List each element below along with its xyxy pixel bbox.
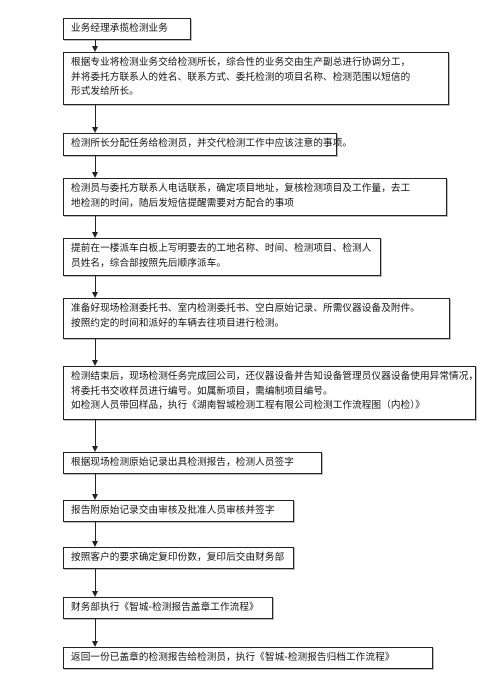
step-5-text-line-1: 提前在一楼派车白板上写明要去的工地名称、时间、检测项目、检测人 [71,243,372,254]
step-6-box: 准备好现场检测委托书、室内检测委托书、空白原始记录、所需仪器设备及附件。 按照约… [63,298,450,339]
step-7-text-line-1: 检测结束后，现场检测任务完成回公司，还仪器设备并告知设备管理员仪器设备使用异常情… [71,371,479,382]
step-7-text-line-2: 将委托书交收样员进行编号。如属新项目，需编制项目编号。 [71,385,333,397]
step-2-text-line-3: 形式发给所长。 [71,86,139,97]
step-3-box: 检测所长分配任务给检测员，并交代检测工作中应该注意的事项。 [63,133,353,156]
step-6-text-line-1: 准备好现场检测委托书、室内检测委托书、空白原始记录、所需仪器设备及附件。 [71,303,420,314]
step-9-text: 报告附原始记录交由审核及批准人员审核并签字 [71,505,275,516]
step-7-text-line-3: 如检测人员带回样品，执行《湖南智城检测工程有限公司检测工作流程图（内检）》 [71,400,425,411]
step-1-box: 业务经理承揽检测业务 [63,18,191,40]
step-4-text-line-2: 地检测的时间，随后发短信提醒需要对方配合的事项 [71,197,294,209]
step-8-text: 根据现场检测原始记录出具检测报告，检测人员签字 [71,457,294,468]
step-2-text-line-2: 并将委托方联系人的姓名、联系方式、委托检测的项目名称、检测范围以短信的 [71,71,411,83]
step-10-box: 按照客户的要求确定复印份数，复印后交由财务部 [63,547,294,569]
step-4-text-line-1: 检测员与委托方联系人电话联系，确定项目地址，复核检测项目及工作量，去工 [71,183,411,194]
step-9-box: 报告附原始记录交由审核及批准人员审核并签字 [63,500,294,522]
step-7-box: 检测结束后，现场检测任务完成回公司，还仪器设备并告知设备管理员仪器设备使用异常情… [63,366,479,420]
step-4-box: 检测员与委托方联系人电话联系，确定项目地址，复核检测项目及工作量，去工 地检测的… [63,178,447,216]
step-2-text-line-1: 根据专业将检测业务交给检测所长，综合性的业务交由生产副总进行协调分工， [71,57,411,68]
step-12-text: 返回一份已盖章的检测报告给检测员，执行《智城-检测报告归档工作流程》 [71,652,395,663]
step-11-text: 财务部执行《智城-检测报告盖章工作流程》 [71,602,259,613]
step-2-box: 根据专业将检测业务交给检测所长，综合性的业务交由生产副总进行协调分工， 并将委托… [63,52,449,105]
step-12-box: 返回一份已盖章的检测报告给检测员，执行《智城-检测报告归档工作流程》 [63,647,433,669]
step-8-box: 根据现场检测原始记录出具检测报告，检测人员签字 [63,452,322,474]
step-1-text: 业务经理承揽检测业务 [71,23,168,34]
step-10-text: 按照客户的要求确定复印份数，复印后交由财务部 [71,552,285,563]
step-5-box: 提前在一楼派车白板上写明要去的工地名称、时间、检测项目、检测人 员姓名，综合部按… [63,238,381,276]
step-11-box: 财务部执行《智城-检测报告盖章工作流程》 [63,597,273,619]
step-3-text: 检测所长分配任务给检测员，并交代检测工作中应该注意的事项。 [71,138,353,149]
step-5-text-line-2: 员姓名，综合部按照先后顺序派车。 [71,257,227,269]
step-6-text-line-2: 按照约定的时间和派好的车辆去往项目进行检测。 [71,317,285,329]
